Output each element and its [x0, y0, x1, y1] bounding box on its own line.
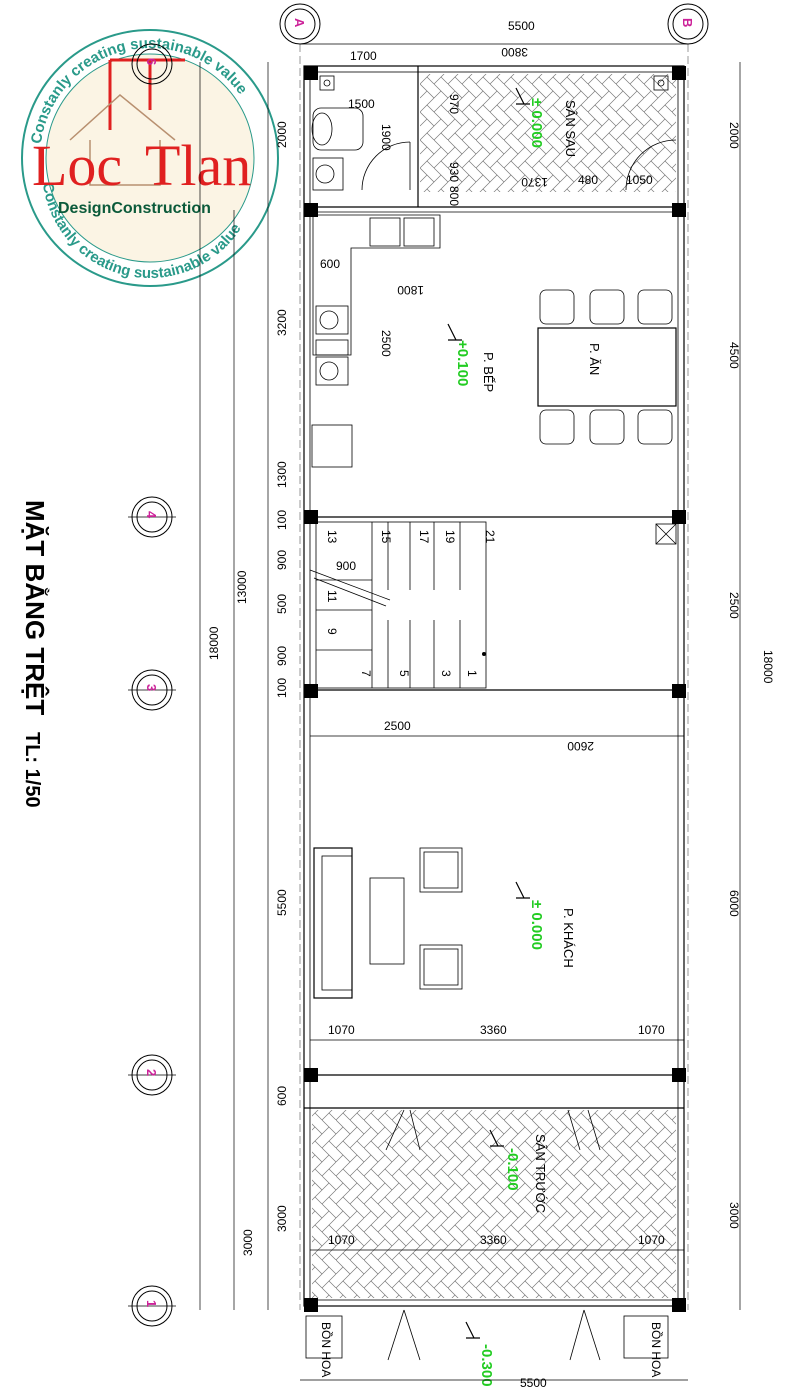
dim-kh-1070a: 1070 [328, 1023, 355, 1037]
dim-st-3360: 3360 [480, 1233, 507, 1247]
stair-step: 11 [325, 590, 339, 603]
wc-fixtures [311, 75, 677, 191]
plan-title: MẶT BẰNG TRỆT [20, 500, 50, 715]
staircase [309, 521, 677, 689]
room-label-bep: P. BẾP [481, 352, 496, 392]
dim-left-total: 18000 [207, 626, 221, 660]
san-sau-paving [420, 74, 676, 192]
axis-label-3: 3 [144, 684, 159, 691]
company-logo: Constanly creating sustainable value Con… [21, 29, 279, 287]
dim-top-a: 1700 [350, 49, 377, 63]
dim-st-1070b: 1070 [638, 1233, 665, 1247]
stair-step: 13 [325, 530, 339, 544]
dim-left-100b: 100 [275, 678, 289, 698]
axis-marker-1: 1 [128, 1285, 176, 1327]
dim-left-1300: 1300 [275, 461, 289, 488]
dim-bep-1800: 1800 [397, 283, 424, 297]
axis-label-2: 2 [144, 1069, 159, 1076]
dim-right-3000: 3000 [727, 1202, 741, 1229]
dim-kh-2600: 2600 [567, 739, 594, 753]
room-label-san-truoc: SÂN TRƯỚC [533, 1134, 548, 1213]
room-label-khach: P. KHÁCH [561, 908, 576, 968]
dim-left-3000b: 3000 [275, 1205, 289, 1232]
axis-label-6: 6 [144, 58, 159, 65]
dim-left-100a: 100 [275, 510, 289, 530]
dim-wc-1500: 1500 [348, 97, 375, 111]
san-truoc-paving [312, 1110, 676, 1298]
stair-step: 21 [483, 530, 497, 544]
stair-step: 17 [417, 530, 431, 544]
dim-bottom-total: 5500 [520, 1376, 547, 1390]
room-label-bon-hoa-right: BỒN HOA [649, 1322, 664, 1377]
dim-wc-1050: 1050 [626, 173, 653, 187]
stair-step: 19 [443, 530, 457, 544]
level-san-sau: ± 0.000 [528, 98, 545, 148]
level-san-truoc: -0.100 [504, 1148, 521, 1191]
level-front: -0.300 [478, 1344, 495, 1387]
stair-numbers: 1 3 5 7 9 11 13 15 17 19 21 [325, 530, 497, 677]
axis-marker-b: B [667, 3, 709, 1310]
dim-top-b: 3800 [501, 45, 528, 59]
dim-left-900b: 900 [275, 646, 289, 666]
logo-name-b: Tlan [145, 133, 251, 198]
dim-left-900a: 900 [275, 550, 289, 570]
axis-label-a: A [292, 18, 307, 28]
logo-name-a: Loc [32, 133, 122, 198]
room-label-an: P. ĂN [587, 343, 602, 375]
dim-right-2000: 2000 [727, 122, 741, 149]
dim-kh-2500: 2500 [384, 719, 411, 733]
axis-marker-6: 6 [131, 43, 173, 85]
dim-bep-2500: 2500 [379, 330, 393, 357]
logo-subtitle: DesignConstruction [58, 200, 211, 217]
dim-wc-800: 800 [447, 186, 461, 206]
dim-right-6000: 6000 [727, 890, 741, 917]
dim-left-2000: 2000 [275, 121, 289, 148]
dim-right-2500: 2500 [727, 592, 741, 619]
level-markers [447, 87, 530, 1339]
plan-scale: TL: 1/50 [21, 732, 43, 808]
axis-marker-2: 2 [128, 1054, 176, 1096]
dim-left-600: 600 [275, 1086, 289, 1106]
dim-wc-1900: 1900 [379, 124, 393, 151]
dim-wc-480: 480 [578, 173, 598, 187]
dimension-lines [199, 43, 741, 1381]
front-doors [305, 1109, 669, 1361]
dining-set [537, 289, 677, 445]
dim-left-5500: 5500 [275, 889, 289, 916]
dim-left-3200: 3200 [275, 309, 289, 336]
axis-label-4: 4 [144, 511, 159, 519]
dim-stair-900: 900 [336, 559, 356, 573]
stair-step: 7 [359, 670, 373, 677]
stair-step: 15 [379, 530, 393, 544]
dim-kh-1070b: 1070 [638, 1023, 665, 1037]
dim-wc-930: 930 [447, 162, 461, 182]
stair-step: 5 [397, 670, 411, 677]
axis-label-1: 1 [144, 1300, 159, 1307]
room-label-san-sau: SÂN SAU [563, 100, 578, 157]
axis-marker-a: A [279, 3, 321, 1310]
stair-step: 3 [439, 670, 453, 677]
dim-top-total: 5500 [508, 19, 535, 33]
axis-marker-3: 3 [128, 669, 176, 711]
stair-step: 9 [325, 628, 339, 635]
dim-left-3000a: 3000 [241, 1229, 255, 1256]
dim-left-13000: 13000 [235, 570, 249, 604]
axis-label-b: B [680, 18, 695, 27]
dim-wc-970: 970 [447, 94, 461, 114]
axis-marker-4: 4 [128, 496, 176, 538]
dim-bep-600: 600 [320, 257, 340, 271]
dim-st-1070a: 1070 [328, 1233, 355, 1247]
room-label-bon-hoa-left: BỒN HOA [319, 1322, 334, 1377]
dim-right-4500: 4500 [727, 342, 741, 369]
level-bep: +0.100 [454, 340, 471, 386]
dim-wc-1370: 1370 [521, 175, 548, 189]
dim-right-total: 18000 [761, 650, 775, 684]
stair-step: 1 [465, 670, 479, 677]
kitchen-fixtures [311, 214, 441, 468]
living-furniture [313, 847, 463, 999]
level-khach: ± 0.000 [528, 900, 545, 950]
dim-left-500: 500 [275, 594, 289, 614]
dim-kh-3360: 3360 [480, 1023, 507, 1037]
